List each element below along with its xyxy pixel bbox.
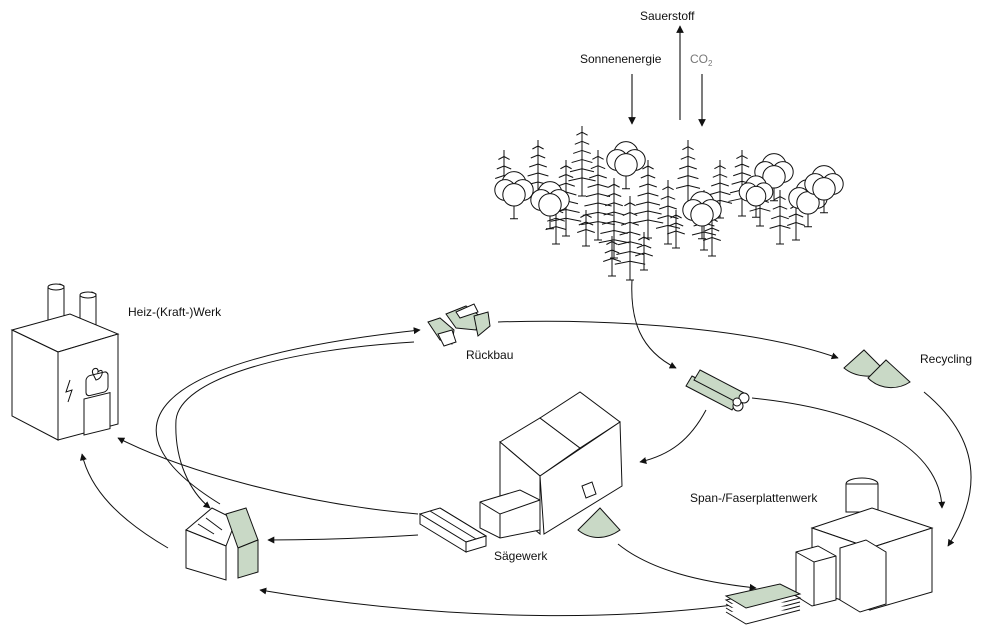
forest-to-logs-arrow bbox=[631, 279, 677, 369]
recycling-heaps-icon bbox=[843, 349, 911, 388]
co2-label: CO2 bbox=[690, 52, 713, 68]
sawdust-heap-icon bbox=[577, 507, 621, 538]
heat-plant-label: Heiz-(Kraft-)Werk bbox=[128, 305, 222, 319]
sawdust-to-board-plant-arrow bbox=[617, 543, 757, 591]
deconstruction-to-recycling-arrow bbox=[497, 320, 839, 360]
deconstruction-label: Rückbau bbox=[466, 348, 513, 362]
house-to-heat-plant-arrow bbox=[79, 453, 169, 549]
logs-icon bbox=[685, 369, 750, 412]
solar-energy-label: Sonnenenergie bbox=[580, 52, 662, 66]
oxygen-label: Sauerstoff bbox=[640, 9, 695, 23]
deconstruction-to-house-arrow bbox=[175, 341, 415, 509]
forest-icon bbox=[494, 126, 844, 281]
house-to-deconstruction-arrow bbox=[155, 327, 421, 505]
cycle-arrows bbox=[79, 279, 972, 617]
heat-plant-icon bbox=[10, 283, 120, 441]
board-plant-label: Span-/Faserplattenwerk bbox=[690, 491, 818, 505]
logs-to-board-plant-arrow bbox=[751, 397, 946, 509]
board-plant-icon bbox=[795, 477, 934, 613]
lightning-icon bbox=[65, 379, 73, 403]
atmosphere-arrows bbox=[628, 25, 706, 127]
recycling-label: Recycling bbox=[920, 352, 972, 366]
beams-to-heat-plant-arrow bbox=[117, 437, 419, 515]
sawmill-label: Sägewerk bbox=[494, 549, 548, 563]
sawmill-icon bbox=[479, 391, 623, 539]
board-stack-icon bbox=[724, 583, 802, 625]
house-icon bbox=[185, 507, 259, 581]
beams-to-house-arrow bbox=[267, 534, 419, 544]
logs-to-sawmill-arrow bbox=[639, 409, 707, 464]
recycling-to-board-plant-arrow bbox=[923, 391, 972, 547]
flame-icon bbox=[85, 367, 109, 397]
timber-beams-icon bbox=[418, 507, 488, 553]
board-plant-to-house-arrow bbox=[259, 587, 791, 617]
rubble-icon bbox=[427, 303, 491, 347]
